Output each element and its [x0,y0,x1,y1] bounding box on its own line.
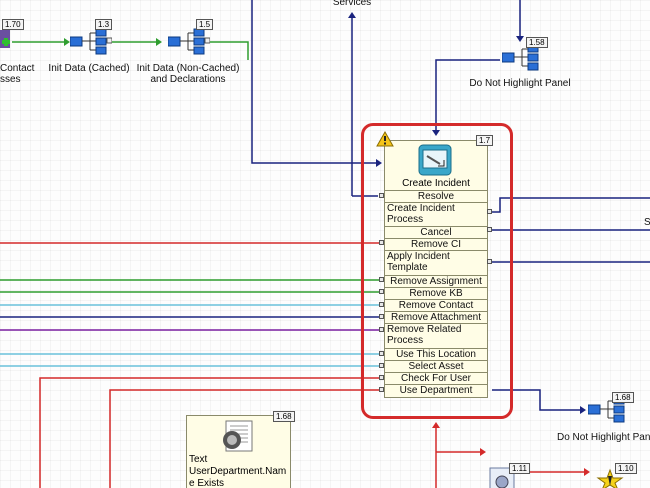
node-number: 1.70 [2,19,24,30]
row-use-department[interactable]: Use Department [385,384,487,398]
edge-label: S [644,217,650,228]
input-port[interactable] [379,387,384,392]
row-label: Process [387,335,424,346]
row-check-for-user[interactable]: Check For User [385,372,487,384]
row-resolve[interactable]: Resolve [385,190,487,202]
process-tree-icon[interactable] [501,44,544,72]
row-remove-ci[interactable]: Remove CI [385,238,487,250]
node-number: 1.58 [526,37,548,48]
process-tree-icon[interactable] [69,28,113,56]
node-label: and Declarations [150,74,226,85]
node-number: 1.68 [273,411,295,422]
row-use-this-location[interactable]: Use This Location [385,348,487,360]
row-label: Process [387,214,424,225]
row-apply-incident-template[interactable]: Apply Incident Template [385,250,487,275]
label-line: UserDepartment.Nam [189,466,287,477]
text-condition-node[interactable]: Text UserDepartment.Nam e Exists [186,415,291,488]
input-port[interactable] [379,351,384,356]
node-number: 1.10 [615,463,637,474]
row-remove-attachment[interactable]: Remove Attachment [385,311,487,323]
node-label: sses [0,74,21,85]
script-icon [220,420,256,452]
warning-icon[interactable] [376,130,394,147]
row-label: Cancel [420,227,452,238]
row-label: Check For User [400,373,471,384]
row-label: Select Asset [408,361,464,372]
row-label: Use Department [399,385,473,396]
input-port[interactable] [379,363,384,368]
row-label: Remove Assignment [390,276,482,287]
services-label: Services [332,0,372,8]
label-line: e Exists [189,478,225,488]
selection-highlight [361,123,513,419]
star-burst-icon[interactable] [594,468,626,488]
create-incident-node[interactable]: Create Incident Resolve Create Incident … [384,140,488,398]
output-port[interactable] [487,209,492,214]
row-label: Remove Contact [398,300,474,311]
row-label: Remove CI [410,239,461,250]
row-remove-assignment[interactable]: Remove Assignment [385,275,487,287]
row-label: Resolve [417,191,455,202]
node-label: Contact [0,63,35,74]
row-label: Template [387,262,428,273]
label-line: Text [189,454,208,465]
process-tree-icon[interactable] [167,28,211,56]
contact-node-icon[interactable] [0,30,12,58]
node-number: 1.3 [95,19,113,30]
input-port[interactable] [379,193,384,198]
node-label: Do Not Highlight Panel [469,78,571,89]
input-port[interactable] [379,327,384,332]
output-port[interactable] [487,259,492,264]
row-remove-contact[interactable]: Remove Contact [385,299,487,311]
input-port[interactable] [379,302,384,307]
text-node-label: Text UserDepartment.Nam e Exists [189,454,289,488]
node-number: 1.7 [476,135,494,146]
row-label: Remove Attachment [390,312,482,323]
input-port[interactable] [379,277,384,282]
input-port[interactable] [379,240,384,245]
output-port[interactable] [487,227,492,232]
node-label: Init Data (Cached) [48,63,130,74]
row-label: Use This Location [396,349,476,360]
input-port[interactable] [379,375,384,380]
node-number: 1.5 [196,19,214,30]
incident-form-icon [418,144,452,176]
row-remove-related-process[interactable]: Remove Related Process [385,323,487,348]
row-create-incident-process[interactable]: Create Incident Process [385,202,487,226]
row-label: Remove KB [409,288,463,299]
row-cancel[interactable]: Cancel [385,226,487,238]
row-remove-kb[interactable]: Remove KB [385,287,487,299]
node-label: Do Not Highlight Pan [557,432,650,443]
row-label: Remove Related [387,324,462,335]
gear-document-icon[interactable] [488,466,518,488]
row-label: Apply Incident [387,251,450,262]
input-port[interactable] [379,314,384,319]
node-label: Init Data (Non-Cached) [136,63,240,74]
node-number: 1.11 [509,463,530,474]
node-number: 1.68 [612,392,634,403]
panel-title: Create Incident [402,178,470,189]
row-label: Create Incident [387,203,455,214]
input-port[interactable] [379,289,384,294]
row-select-asset[interactable]: Select Asset [385,360,487,372]
